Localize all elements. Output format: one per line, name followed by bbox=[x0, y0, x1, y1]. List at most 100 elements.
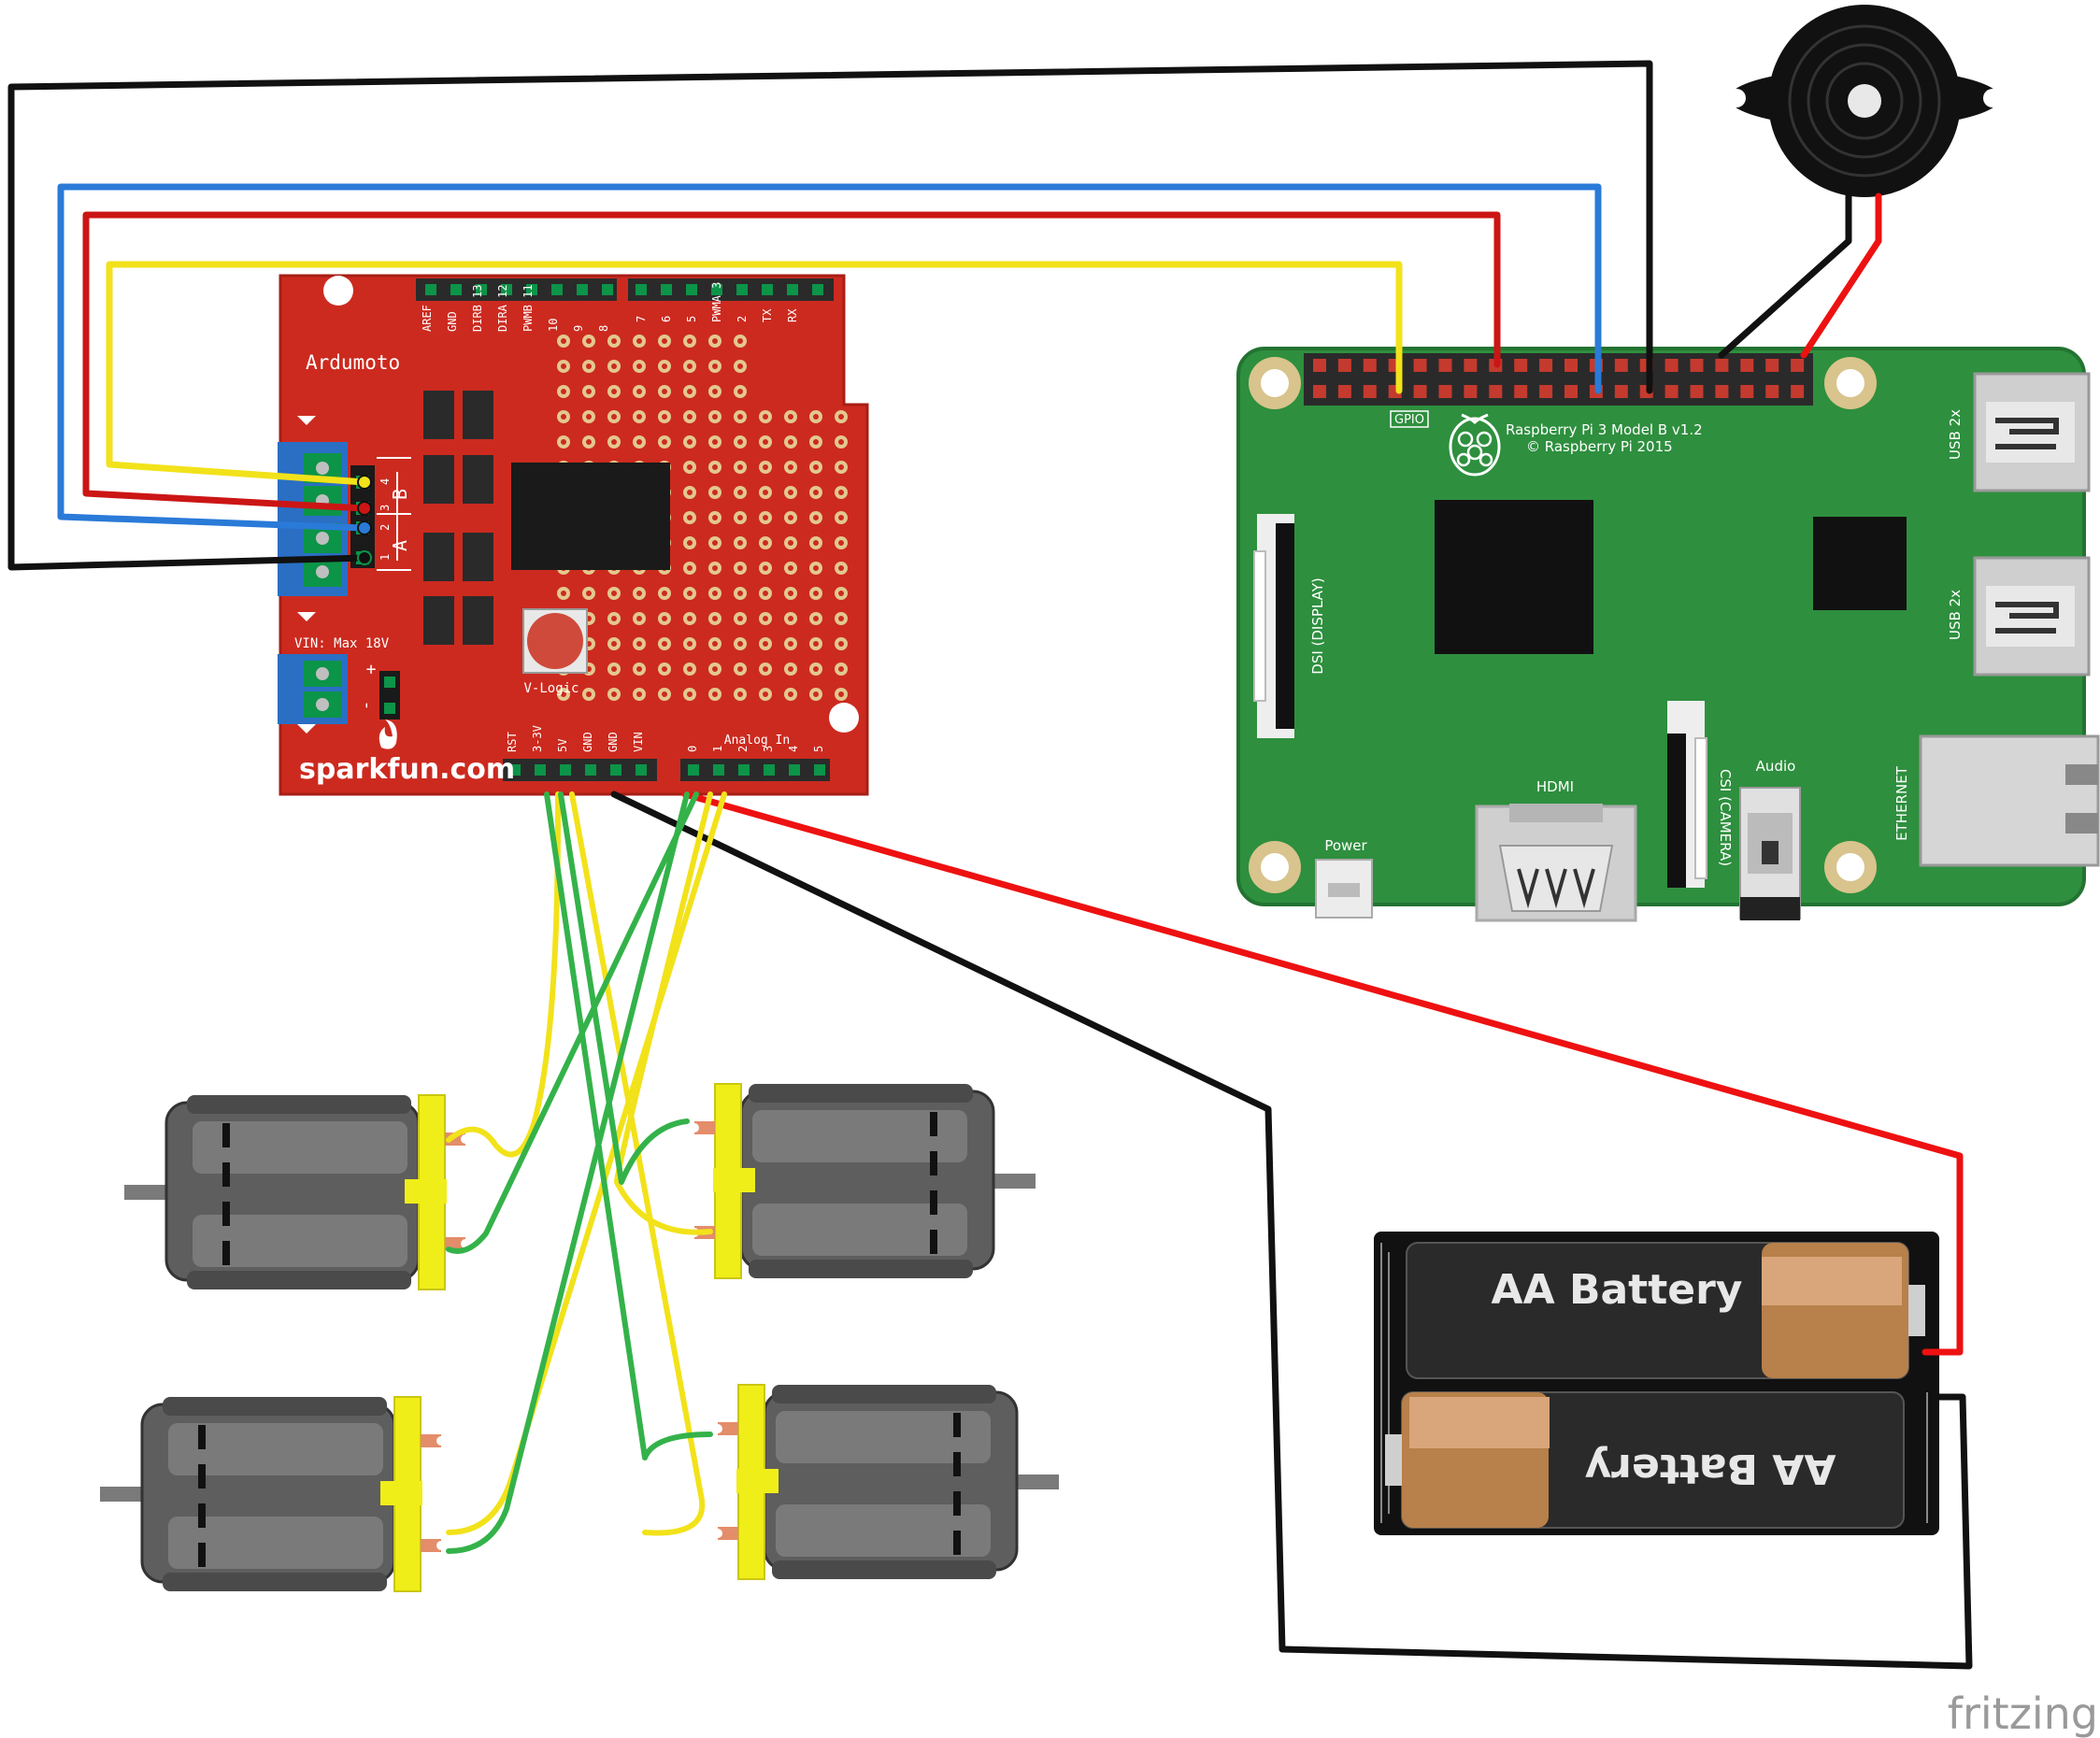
battery-bottom-label: AA Battery bbox=[1585, 1445, 1836, 1492]
power-port bbox=[1315, 859, 1373, 919]
wire-red-gpio bbox=[82, 211, 1501, 512]
bottom-pin-label: 5V bbox=[556, 739, 569, 752]
header-pin bbox=[762, 284, 773, 295]
hdmi-label: HDMI bbox=[1536, 778, 1574, 795]
header-pin bbox=[602, 284, 613, 295]
header-pin bbox=[661, 284, 672, 295]
gpio-pin bbox=[1715, 385, 1729, 398]
gpio-pin bbox=[1413, 385, 1427, 398]
top-pin-label: RX bbox=[786, 308, 799, 322]
header-pin bbox=[636, 764, 647, 776]
gpio-pin bbox=[1664, 385, 1679, 398]
gpio-pin bbox=[1664, 359, 1679, 372]
top-pin-label: DIRA 12 bbox=[496, 284, 509, 332]
wire-motor-green-3 bbox=[446, 791, 699, 1254]
terminal-number: 1 bbox=[379, 554, 392, 561]
wire-black-gpio bbox=[7, 60, 1653, 571]
gpio-pin bbox=[1464, 385, 1478, 398]
header-pin bbox=[610, 764, 621, 776]
gpio-pin bbox=[1337, 359, 1351, 372]
battery-top-label: AA Battery bbox=[1492, 1266, 1743, 1314]
fritzing-watermark: fritzing bbox=[1948, 1688, 2098, 1738]
top-pin-label: 9 bbox=[572, 325, 585, 332]
bottom-pin-label: GND bbox=[581, 732, 594, 752]
gpio-pin bbox=[1539, 359, 1553, 372]
gpio-pin bbox=[1413, 359, 1427, 372]
dc-motor-4 bbox=[713, 1384, 1059, 1580]
header-pin bbox=[560, 764, 571, 776]
gpio-pin bbox=[1740, 385, 1754, 398]
gpio-pin bbox=[1313, 359, 1326, 372]
gpio-pin bbox=[1438, 359, 1452, 372]
dc-motor-2 bbox=[690, 1083, 1036, 1279]
gpio-pin bbox=[1690, 385, 1704, 398]
connection-dots bbox=[357, 475, 372, 565]
bottom-pin-label: 3 bbox=[762, 746, 775, 752]
gpio-label: GPIO bbox=[1394, 413, 1424, 427]
soc-chip bbox=[1435, 500, 1593, 654]
aa-battery-holder: AA Battery AA Battery bbox=[1374, 1232, 1939, 1535]
analog-in-label: Analog In bbox=[724, 734, 790, 748]
header-bottom-left bbox=[503, 759, 657, 781]
gpio-pin bbox=[1464, 359, 1478, 372]
csi-connector bbox=[1667, 701, 1707, 888]
gpio-pin bbox=[1514, 359, 1528, 372]
gpio-pin bbox=[1337, 385, 1351, 398]
audio-jack bbox=[1739, 787, 1801, 920]
gpio-pin bbox=[1489, 385, 1503, 398]
header-pin bbox=[688, 764, 699, 776]
header-pin bbox=[425, 284, 436, 295]
header-pin bbox=[764, 764, 775, 776]
gpio-pin bbox=[1564, 385, 1578, 398]
bottom-pin-label: RST bbox=[506, 732, 519, 752]
gpio-pin bbox=[1690, 359, 1704, 372]
usb-controller-chip bbox=[1813, 517, 1907, 610]
vin-plus-label: + bbox=[366, 660, 377, 679]
dsi-connector bbox=[1253, 514, 1294, 738]
audio-label: Audio bbox=[1756, 758, 1796, 775]
header-pin bbox=[713, 764, 724, 776]
header-pin bbox=[686, 284, 697, 295]
battery-cell-top: AA Battery bbox=[1406, 1242, 1925, 1379]
usb-port-2 bbox=[1973, 556, 2091, 677]
bottom-pin-label: 4 bbox=[787, 746, 800, 752]
gpio-pin bbox=[1539, 385, 1553, 398]
header-pin bbox=[738, 764, 750, 776]
wire-black-battery bbox=[610, 791, 1973, 1670]
top-pin-label: 8 bbox=[597, 325, 610, 332]
pi-copyright-label: © Raspberry Pi 2015 bbox=[1526, 438, 1673, 455]
pi-model-label: Raspberry Pi 3 Model B v1.2 bbox=[1506, 421, 1703, 438]
mosfet-array bbox=[423, 391, 493, 645]
battery-cell-bottom: AA Battery bbox=[1385, 1391, 1905, 1529]
header-pin bbox=[535, 764, 546, 776]
gpio-header bbox=[1304, 353, 1813, 406]
gpio-pin bbox=[1564, 359, 1578, 372]
ethernet-label: ETHERNET bbox=[1893, 765, 1910, 841]
header-pin bbox=[812, 284, 823, 295]
usb-label-1: USB 2x bbox=[1947, 409, 1964, 460]
motor-terminal-block bbox=[278, 416, 348, 621]
bottom-pin-label: VIN bbox=[632, 732, 645, 752]
header-pin bbox=[814, 764, 825, 776]
header-pin bbox=[526, 284, 537, 295]
hdmi-port bbox=[1475, 804, 1637, 922]
terminal-number: 4 bbox=[379, 478, 392, 485]
power-label: Power bbox=[1324, 837, 1367, 854]
bottom-pin-label: 1 bbox=[711, 746, 724, 752]
gpio-pin bbox=[1313, 385, 1326, 398]
bottom-pin-label: 5 bbox=[812, 746, 825, 752]
dc-motor-3 bbox=[100, 1396, 446, 1592]
bottom-pin-label: GND bbox=[607, 732, 620, 752]
terminal-b-label: B bbox=[389, 489, 411, 500]
sparkfun-brand: sparkfun.com bbox=[299, 753, 515, 786]
header-pin bbox=[509, 764, 521, 776]
gpio-pin bbox=[1740, 359, 1754, 372]
header-pin bbox=[577, 284, 588, 295]
top-pin-label: PWMA 3 bbox=[710, 282, 723, 322]
header-pin bbox=[476, 284, 487, 295]
gpio-pin bbox=[1765, 359, 1779, 372]
csi-label: CSI (CAMERA) bbox=[1717, 769, 1734, 866]
dsi-label: DSI (DISPLAY) bbox=[1309, 577, 1326, 674]
